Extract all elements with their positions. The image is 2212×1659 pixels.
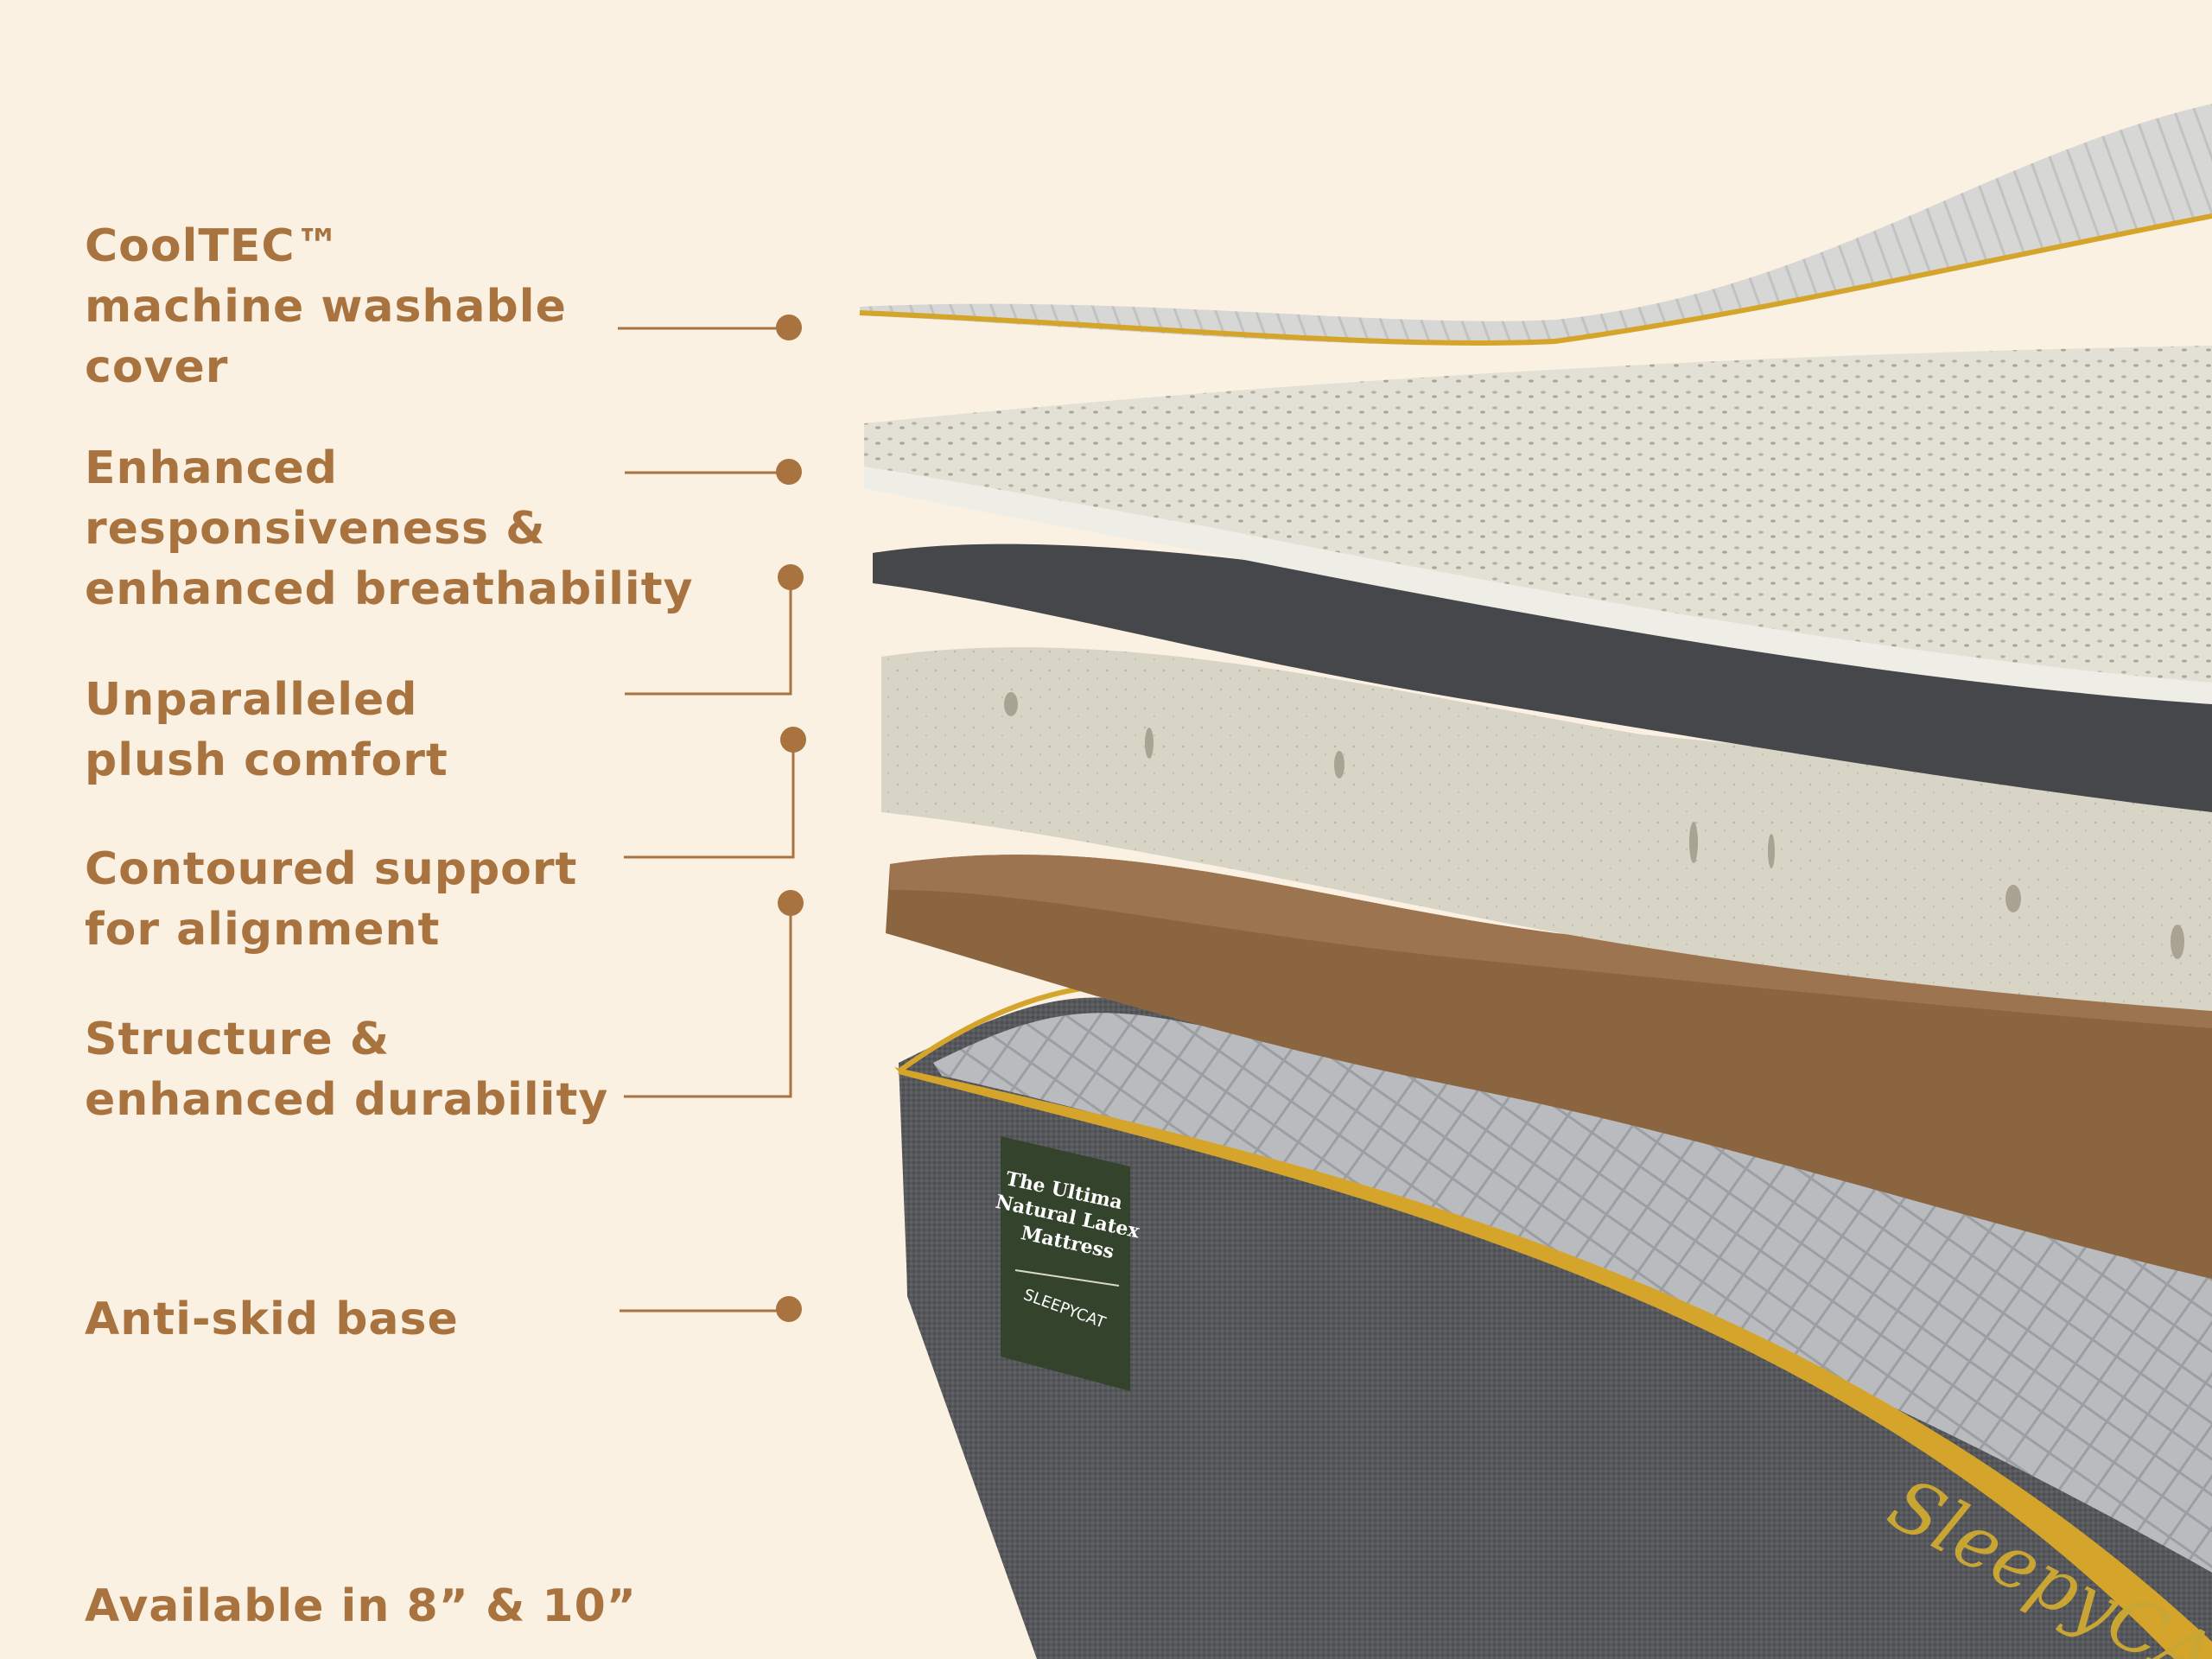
feature-cover-line-3: cover (85, 341, 229, 393)
feature-cover: CoolTEC™ machine washable cover (85, 216, 567, 397)
top-foam-layer (864, 346, 2212, 704)
feature-cover-line-1: CoolTEC™ (85, 220, 341, 272)
feature-responsiveness-line-1: Enhanced (85, 442, 338, 494)
connector-comfort (625, 564, 804, 696)
connector-responsiveness (625, 459, 802, 485)
feature-comfort: Unparalleled plush comfort (85, 670, 448, 791)
feature-structure-line-1: Structure & (85, 1014, 391, 1065)
connector-cover (618, 315, 802, 340)
feature-comfort-line-1: Unparalleled (85, 674, 418, 726)
cover-layer (859, 104, 2212, 346)
feature-responsiveness: Enhanced responsiveness & enhanced breat… (85, 438, 693, 620)
brown-support-layer (886, 855, 2212, 1279)
feature-support-line-2: for alignment (85, 904, 441, 956)
availability-note: Available in 8” & 10” (85, 1576, 637, 1637)
feature-base-line-1: Anti-skid base (85, 1294, 459, 1345)
feature-base: Anti-skid base (85, 1289, 459, 1350)
connector-support (624, 727, 806, 859)
feature-support-line-1: Contoured support (85, 843, 578, 895)
connectors (618, 315, 806, 1322)
feature-cover-line-2: machine washable (85, 281, 567, 333)
dark-layer (873, 543, 2212, 812)
feature-structure: Structure & enhanced durability (85, 1009, 608, 1130)
latex-comfort-layer (881, 647, 2212, 1011)
feature-comfort-line-2: plush comfort (85, 734, 448, 786)
connector-base (620, 1296, 802, 1322)
feature-responsiveness-line-3: enhanced breathability (85, 563, 694, 615)
connector-structure (624, 890, 804, 1098)
feature-support: Contoured support for alignment (85, 839, 577, 960)
mattress-tag: The Ultima Natural Latex Mattress SLEEPY… (994, 1136, 1142, 1391)
feature-structure-line-2: enhanced durability (85, 1074, 609, 1126)
availability-text: Available in 8” & 10” (85, 1580, 637, 1632)
feature-responsiveness-line-2: responsiveness & (85, 503, 546, 555)
